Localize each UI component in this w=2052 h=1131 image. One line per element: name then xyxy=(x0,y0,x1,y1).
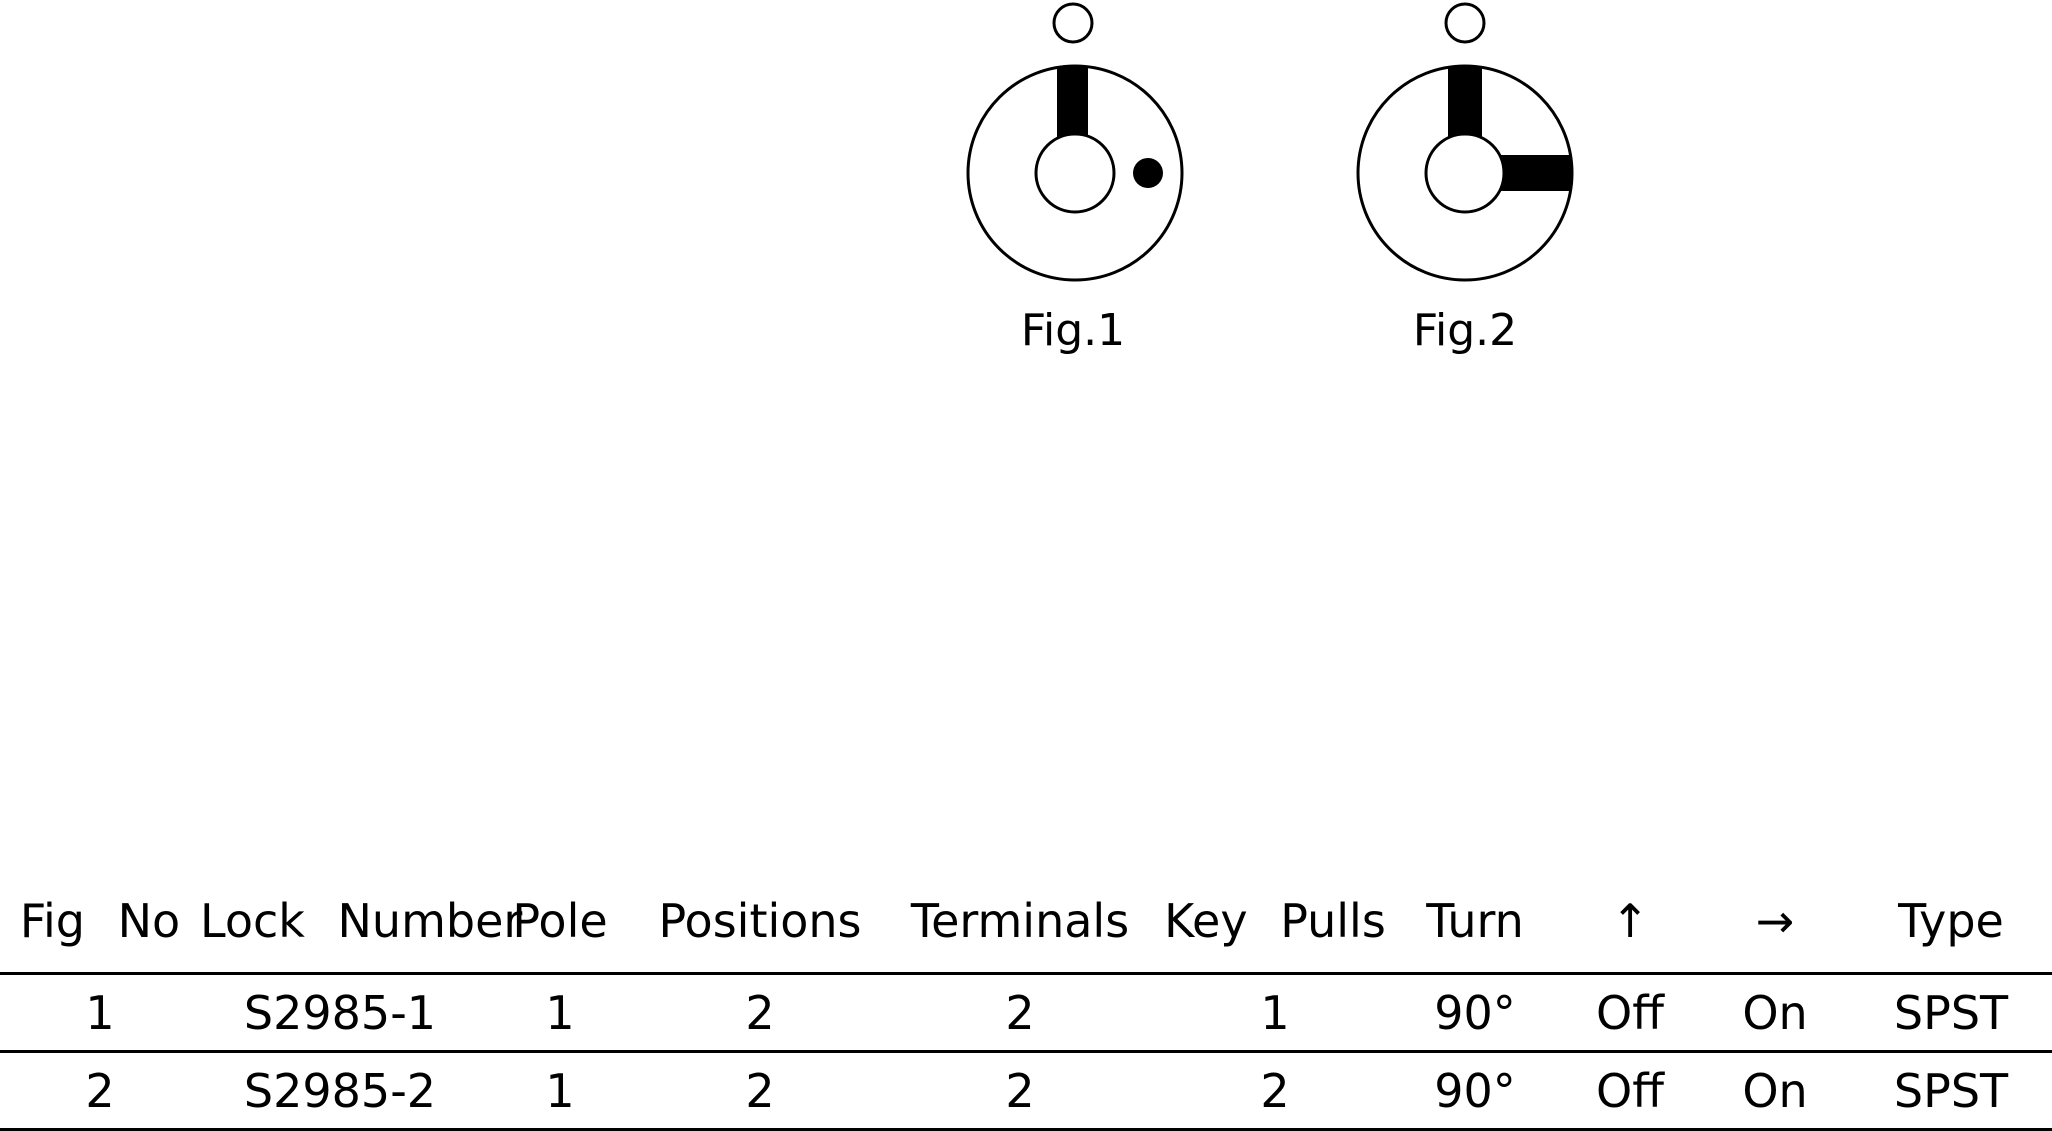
fig1-center-hub xyxy=(1034,132,1116,214)
fig2-key-indicator-circle xyxy=(1444,2,1486,44)
header-turn: Turn xyxy=(1390,870,1560,975)
cell-key-pulls: 2 xyxy=(1160,1051,1390,1131)
header-right-arrow-icon: → xyxy=(1700,870,1850,975)
fig2-pointer-right xyxy=(1495,155,1572,191)
header-pole: Pole xyxy=(480,870,640,975)
header-terminals: Terminals xyxy=(880,870,1160,975)
cell-pole: 1 xyxy=(480,1051,640,1131)
table-header-row: Fig No Lock Number Pole Positions Termin… xyxy=(0,870,2052,975)
header-positions: Positions xyxy=(640,870,880,975)
cell-type: SPST xyxy=(1850,1051,2052,1131)
table-row: 1 S2985-1 1 2 2 1 90° Off On SPST xyxy=(0,973,2052,1053)
cell-key-pulls: 1 xyxy=(1160,973,1390,1053)
cell-positions: 2 xyxy=(640,973,880,1053)
header-lock-number: Lock Number xyxy=(200,870,522,975)
fig2-caption: Fig.2 xyxy=(1413,305,1517,356)
fig1-terminal-dot xyxy=(1133,158,1163,188)
figure-2-diagram: Fig.2 xyxy=(1356,2,1574,356)
header-up-arrow-icon: ↑ xyxy=(1560,870,1700,975)
header-type: Type xyxy=(1850,870,2052,975)
cell-lock-number: S2985-2 xyxy=(200,1051,480,1131)
table-row: 2 S2985-2 1 2 2 2 90° Off On SPST xyxy=(0,1051,2052,1131)
fig2-pointer-up xyxy=(1448,66,1482,138)
header-key-pulls: Key Pulls xyxy=(1160,870,1390,975)
fig1-caption: Fig.1 xyxy=(1021,305,1125,356)
cell-up-position: Off xyxy=(1560,1051,1700,1131)
fig2-center-hub xyxy=(1424,132,1506,214)
cell-fig-no: 2 xyxy=(0,1051,200,1131)
cell-lock-number: S2985-1 xyxy=(200,973,480,1053)
lock-spec-table: Fig No Lock Number Pole Positions Termin… xyxy=(0,870,2052,1131)
cell-terminals: 2 xyxy=(880,973,1160,1053)
cell-type: SPST xyxy=(1850,973,2052,1053)
cell-right-position: On xyxy=(1700,1051,1850,1131)
figures-svg: Fig.1 Fig.2 xyxy=(966,2,1574,356)
cell-turn: 90° xyxy=(1390,973,1560,1053)
cell-up-position: Off xyxy=(1560,973,1700,1053)
cell-terminals: 2 xyxy=(880,1051,1160,1131)
cell-positions: 2 xyxy=(640,1051,880,1131)
fig1-key-indicator-circle xyxy=(1052,2,1094,44)
cell-pole: 1 xyxy=(480,973,640,1053)
figure-1-diagram: Fig.1 xyxy=(966,2,1184,356)
header-fig-no: Fig No xyxy=(0,870,200,975)
fig1-pointer-up xyxy=(1057,66,1088,138)
cell-fig-no: 1 xyxy=(0,973,200,1053)
cell-right-position: On xyxy=(1700,973,1850,1053)
figures-area: Fig.1 Fig.2 xyxy=(0,0,2052,420)
cell-turn: 90° xyxy=(1390,1051,1560,1131)
